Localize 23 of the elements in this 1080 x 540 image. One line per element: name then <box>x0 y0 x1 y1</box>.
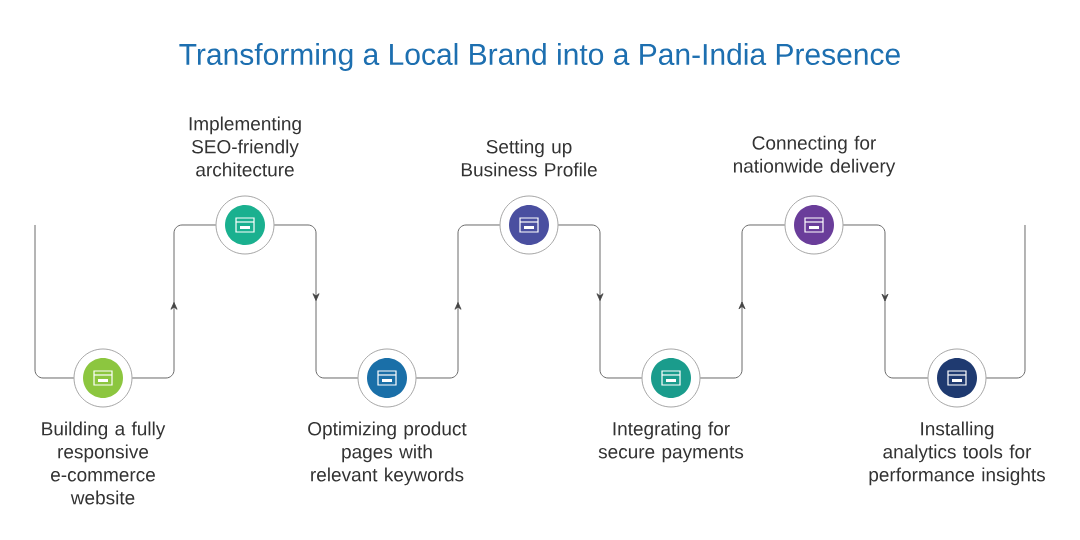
step-label: Installing analytics tools for performance insights <box>869 421 1045 486</box>
step-circle <box>927 348 987 408</box>
step-circle <box>357 348 417 408</box>
connector-line <box>274 224 358 379</box>
connector-line <box>843 224 928 379</box>
connector-line <box>700 224 785 379</box>
step-circle <box>499 195 559 255</box>
step-label: Setting up Business Profile <box>461 139 597 177</box>
title: Transforming a Local Brand into a Pan-India Presence <box>179 43 900 71</box>
step-label: Integrating for secure payments <box>598 421 744 463</box>
connector-line <box>558 224 642 379</box>
step-circle <box>641 348 701 408</box>
step-circle <box>215 195 275 255</box>
connector-line <box>416 224 500 379</box>
step-label: Connecting for nationwide delivery <box>733 135 896 177</box>
step-circle <box>73 348 133 408</box>
step-circle <box>784 195 844 255</box>
step-label: Building a fully responsive e-commerce website <box>42 421 166 505</box>
connector-line <box>132 224 216 379</box>
step-label: Implementing SEO-friendly architecture <box>189 116 301 177</box>
step-label: Optimizing product pages with relevant keywords <box>308 421 467 486</box>
connector-line <box>34 224 74 379</box>
connector-line <box>986 224 1026 379</box>
